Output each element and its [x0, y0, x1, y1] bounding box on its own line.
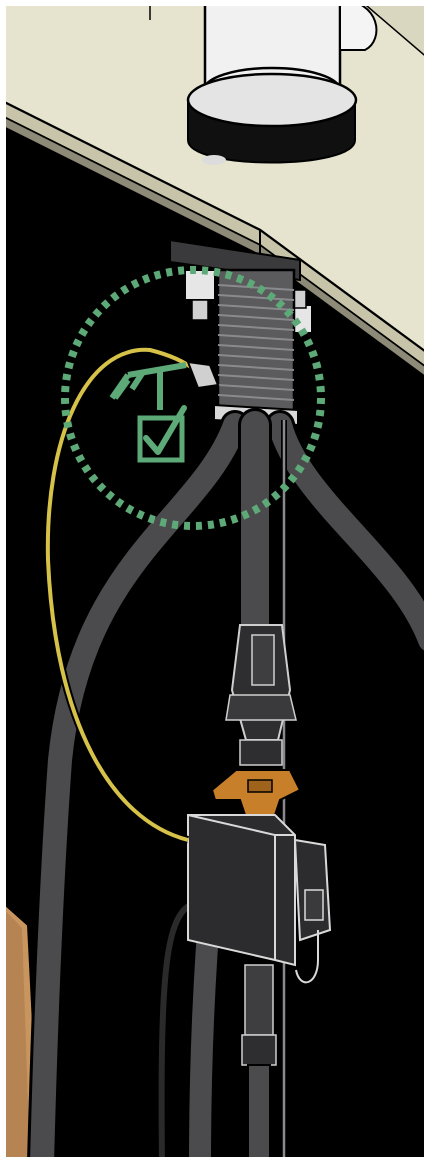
bottom-fittings — [242, 965, 276, 1163]
faucet-shank — [214, 270, 298, 425]
